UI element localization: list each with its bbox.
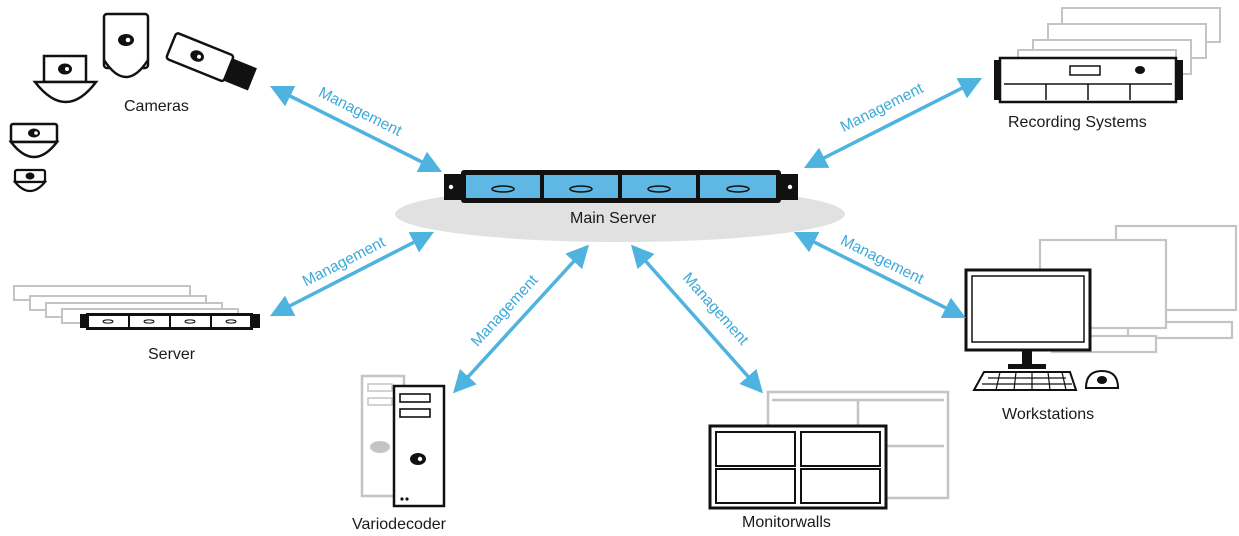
edge-arrow-cameras xyxy=(269,85,443,173)
node-label-variodecoder: Variodecoder xyxy=(352,516,446,533)
variodecoder-node xyxy=(360,374,446,508)
mini-dome-camera-icon xyxy=(8,122,60,159)
cameras-node xyxy=(8,12,257,193)
ptz-camera-icon xyxy=(102,12,150,79)
edge-arrow-monitorwalls xyxy=(630,244,764,394)
box-camera-icon xyxy=(165,32,257,91)
edges xyxy=(269,77,983,394)
monitorwalls-node xyxy=(708,390,950,510)
hub-label: Main Server xyxy=(570,210,657,227)
monitor-wall-front-icon xyxy=(708,424,888,510)
main-server-rack-icon xyxy=(444,170,798,203)
server-unit-front-icon xyxy=(80,313,260,330)
workstations-node xyxy=(964,224,1238,391)
recording-systems-node xyxy=(994,7,1221,104)
dome-camera-icon xyxy=(32,54,99,104)
recording-unit-front-icon xyxy=(994,56,1183,104)
node-label-cameras: Cameras xyxy=(124,98,189,115)
node-label-workstations: Workstations xyxy=(1002,406,1095,423)
main-server-node xyxy=(395,170,845,242)
edge-arrow-variodecoder xyxy=(452,244,590,394)
edge-arrow-workstations xyxy=(793,231,967,319)
server-node xyxy=(13,285,260,330)
decoder-tower-front-icon xyxy=(392,384,446,508)
edge-arrow-recording xyxy=(803,77,983,169)
micro-dome-camera-icon xyxy=(12,168,48,193)
edge-arrow-server xyxy=(269,231,435,317)
node-label-server: Server xyxy=(148,346,196,363)
node-label-recording: Recording Systems xyxy=(1008,114,1147,131)
node-label-monitorwalls: Monitorwalls xyxy=(742,514,831,531)
